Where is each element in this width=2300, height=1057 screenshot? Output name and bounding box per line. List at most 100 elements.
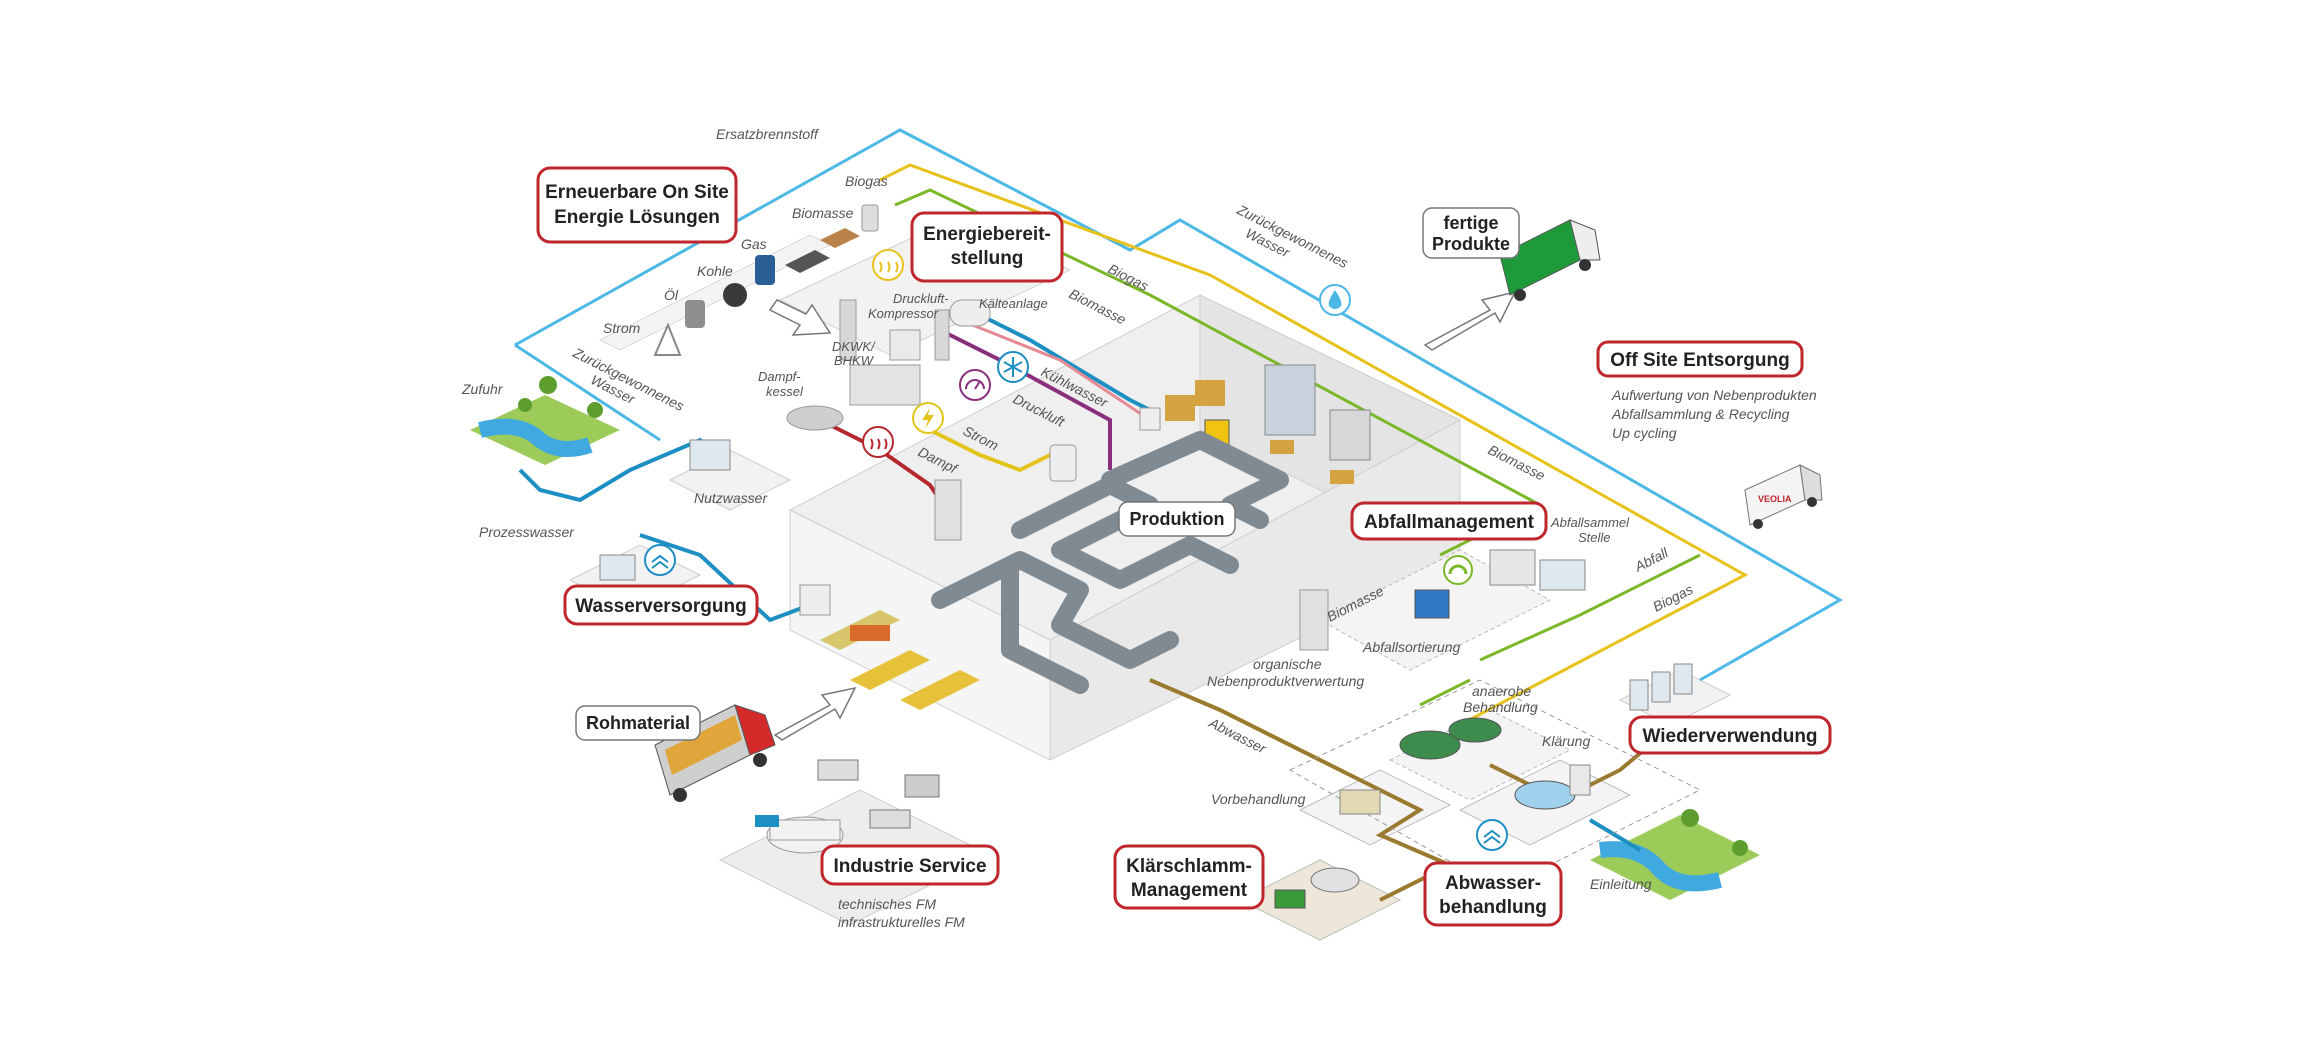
label-einleitung: Einleitung <box>1590 876 1652 892</box>
label-oel: Öl <box>664 286 679 303</box>
label-biomasse-line: Biomasse <box>1067 285 1129 327</box>
box-erneuerbare: Erneuerbare On Site Energie Lösungen <box>536 166 738 244</box>
strom-line <box>929 428 1061 473</box>
water-treatment-units <box>599 439 731 581</box>
finished-goods-truck <box>1499 219 1601 301</box>
box-offsite-title: Off Site Entsorgung <box>1610 350 1789 371</box>
label-vorbehandlung: Vorbehandlung <box>1211 791 1306 807</box>
box-offsite-entsorgung: Off Site Entsorgung <box>1596 340 1804 378</box>
label-dampfkessel-2: kessel <box>766 384 804 399</box>
box-erneuerbare-line2: Energie Lösungen <box>554 207 720 228</box>
box-abwasser-line2: behandlung <box>1439 897 1547 918</box>
industrie-sub-2: infrastrukturelles FM <box>838 914 965 930</box>
heat-icon-steam <box>862 426 894 458</box>
box-abfallmanagement: Abfallmanagement <box>1350 501 1548 541</box>
sludge-tractor <box>1274 867 1360 909</box>
box-industrie-service: Industrie Service <box>820 844 1000 886</box>
wave-icon-wastewater <box>1476 819 1508 851</box>
label-kaelteanlage: Kälteanlage <box>979 296 1048 311</box>
cooling-water-line <box>959 303 1151 412</box>
box-klaerschlamm: Klärschlamm- Management <box>1113 844 1265 910</box>
industrie-service-equipment <box>755 759 940 854</box>
compressed-air-line <box>939 328 1112 470</box>
raw-material-truck <box>654 704 776 802</box>
label-organische-2: Nebenproduktverwertung <box>1207 673 1364 689</box>
label-biogas-top: Biogas <box>845 173 888 189</box>
biogas-line <box>879 163 1749 732</box>
box-fertige-produkte: fertige Produkte <box>1422 207 1520 259</box>
label-nutzwasser: Nutzwasser <box>694 490 768 506</box>
label-prozesswasser: Prozesswasser <box>479 524 575 540</box>
label-gas: Gas <box>741 236 767 252</box>
zufuhr-landscape <box>470 376 620 465</box>
box-rohmaterial-title: Rohmaterial <box>586 713 690 733</box>
energy-plant <box>786 299 1161 482</box>
label-abfallsammel: Abfallsammel <box>1550 515 1630 530</box>
box-fertige-line1: fertige <box>1443 213 1498 233</box>
recycle-icon <box>1443 555 1473 585</box>
einleitung-landscape <box>1590 809 1760 900</box>
label-zurueck-top: Zurückgewonnenes Wasser <box>1234 201 1351 271</box>
clarifier <box>1514 764 1591 810</box>
box-energie-line1: Energiebereit- <box>923 224 1051 245</box>
box-abwasserbehandlung: Abwasser- behandlung <box>1423 861 1563 927</box>
offsite-sub-2: Abfallsammlung & Recycling <box>1611 406 1790 422</box>
label-druckluft-kompressor-2: Kompressor <box>868 306 939 321</box>
arrow-icon-fertige <box>1423 290 1517 351</box>
anaerobic-platform <box>1388 709 1572 801</box>
label-ersatzbrennstoff: Ersatzbrennstoff <box>716 126 820 142</box>
discharge-line <box>1588 818 1642 852</box>
raw-material-area <box>799 584 980 710</box>
box-abwasser-line1: Abwasser- <box>1445 873 1541 894</box>
pallets <box>1165 380 1354 484</box>
fuel-stock <box>653 204 879 356</box>
warehouse-door <box>1264 364 1316 436</box>
label-behandlung: Behandlung <box>1463 699 1538 715</box>
label-stelle: Stelle <box>1578 530 1611 545</box>
pretreatment-unit <box>1339 789 1381 815</box>
box-industrie-title: Industrie Service <box>833 856 986 877</box>
veolia-logo-text: VEOLIA <box>1758 494 1792 504</box>
anaerobic-digesters <box>1399 717 1502 760</box>
reuse-tanks <box>1629 663 1693 711</box>
label-abfall: Abfall <box>1631 544 1671 575</box>
label-druckluft-kompressor-1: Druckluft- <box>893 291 949 306</box>
box-energie-line2: stellung <box>951 248 1024 269</box>
label-dampfkessel-1: Dampf- <box>758 369 801 384</box>
water-drop-icon <box>1319 284 1351 316</box>
box-wiederverwendung: Wiederverwendung <box>1628 715 1832 755</box>
biomass-line-lower <box>1419 678 1471 707</box>
label-organische-1: organische <box>1253 656 1322 672</box>
box-produktion: Produktion <box>1118 501 1236 537</box>
industrie-sub-1: technisches FM <box>838 896 936 912</box>
label-anaerobe: anaerobe <box>1472 683 1531 699</box>
box-erneuerbare-line1: Erneuerbare On Site <box>545 182 729 203</box>
label-biogas-right: Biogas <box>1650 581 1695 615</box>
label-zufuhr: Zufuhr <box>461 381 504 397</box>
veolia-truck: VEOLIA <box>1744 464 1823 529</box>
label-bhkw: BHKW <box>834 353 875 368</box>
box-wasserversorgung-title: Wasserversorgung <box>575 596 746 617</box>
snowflake-icon <box>997 351 1029 383</box>
wastewater-area-outline <box>1288 679 1702 891</box>
box-klaerschlamm-line1: Klärschlamm- <box>1126 856 1252 877</box>
heat-icon <box>872 249 904 281</box>
offsite-sub-3: Up cycling <box>1612 425 1677 441</box>
box-klaerschlamm-line2: Management <box>1131 880 1248 901</box>
abfall-line <box>1479 553 1701 662</box>
loading-dock <box>1329 409 1371 461</box>
conveyor-system <box>931 431 1289 694</box>
label-strom-left: Strom <box>603 320 641 336</box>
wave-icon-water <box>644 544 676 576</box>
box-rohmaterial: Rohmaterial <box>575 705 701 741</box>
arrow-icon-rohmaterial <box>773 686 857 741</box>
silo-factory <box>934 479 962 541</box>
silo-organic <box>1299 589 1329 651</box>
cooling-return-line <box>959 318 1151 422</box>
sludge-platform <box>1238 859 1402 941</box>
label-dkwk: DKWK/ <box>832 339 876 354</box>
box-fertige-line2: Produkte <box>1432 234 1510 254</box>
box-energiebereitstellung: Energiebereit- stellung <box>910 211 1064 283</box>
